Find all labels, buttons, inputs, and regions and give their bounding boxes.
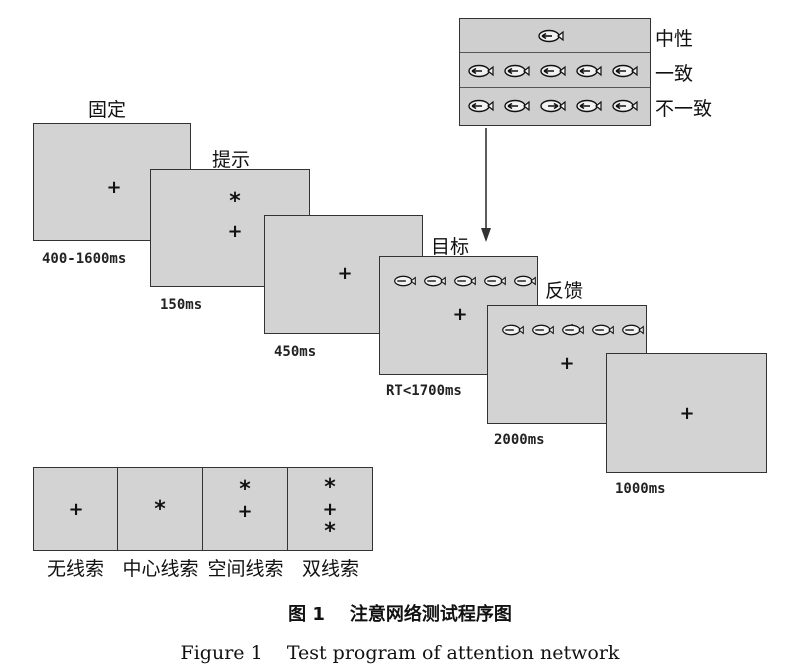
fish-icon xyxy=(620,324,646,336)
cue-cell-spatial: * + xyxy=(203,467,288,551)
fish-icon xyxy=(422,275,448,287)
fixation-cross: + xyxy=(679,403,695,424)
cue-asterisk: * xyxy=(239,477,251,502)
fixation-cross: + xyxy=(559,353,575,374)
fish-icon xyxy=(482,275,508,287)
fixation-cross: + xyxy=(452,304,468,325)
cue-label-center: 中心线索 xyxy=(122,558,199,580)
figure-caption-cn: 图 1 注意网络测试程序图 xyxy=(288,604,512,625)
fixation-cross: + xyxy=(227,221,243,242)
cue-asterisk: * xyxy=(154,497,166,522)
stage-duration-feedback: 2000ms xyxy=(494,432,545,448)
stage-duration-target: RT<1700ms xyxy=(386,383,462,399)
fixation-cross: + xyxy=(322,499,338,520)
cue-asterisk: * xyxy=(324,519,336,544)
legend-label-neutral: 中性 xyxy=(655,28,694,50)
figure-caption-en: Figure 1 Test program of attention netwo… xyxy=(180,642,620,664)
legend-row-congruent xyxy=(460,54,650,88)
fish-row-congruent xyxy=(468,64,638,78)
cue-label-none: 无线索 xyxy=(46,558,104,580)
fish-icon xyxy=(590,324,616,336)
stage-duration-interval: 450ms xyxy=(274,344,317,360)
fish-icon xyxy=(540,99,566,113)
stage-label-feedback: 反馈 xyxy=(545,280,584,302)
flanker-legend-box xyxy=(459,18,651,126)
fixation-cross: + xyxy=(68,499,84,520)
stage-label-target: 目标 xyxy=(431,236,470,258)
fish-icon xyxy=(576,64,602,78)
stage-label-fixation: 固定 xyxy=(88,99,127,121)
fish-icon xyxy=(612,99,638,113)
fish-row-incongruent xyxy=(468,99,638,113)
fixation-cross: + xyxy=(337,263,353,284)
cue-cell-double: * + * xyxy=(288,467,373,551)
stage-frame-iti: + xyxy=(606,353,767,473)
fish-icon xyxy=(540,64,566,78)
fish-row-feedback xyxy=(500,324,646,336)
stage-duration-fixation: 400-1600ms xyxy=(42,251,127,267)
fixation-cross: + xyxy=(237,501,253,522)
fish-icon xyxy=(538,29,564,43)
legend-row-incongruent xyxy=(460,89,650,123)
cue-label-double: 双线索 xyxy=(301,558,359,580)
cue-cell-center: * xyxy=(118,467,203,551)
stage-label-cue: 提示 xyxy=(212,149,251,171)
stage-duration-cue: 150ms xyxy=(160,297,203,313)
cue-asterisk: * xyxy=(229,189,241,214)
fish-row-target xyxy=(392,275,538,287)
stage-duration-iti: 1000ms xyxy=(615,481,666,497)
fish-icon xyxy=(392,275,418,287)
fish-row-neutral xyxy=(538,29,564,43)
cue-types-strip: + * * + * + * xyxy=(33,467,373,551)
fish-icon xyxy=(468,64,494,78)
fish-icon xyxy=(504,64,530,78)
cue-cell-none: + xyxy=(33,467,118,551)
fish-icon xyxy=(504,99,530,113)
fish-icon xyxy=(500,324,526,336)
fish-icon xyxy=(512,275,538,287)
fish-icon xyxy=(468,99,494,113)
legend-label-incongruent: 不一致 xyxy=(655,98,713,120)
fish-icon xyxy=(452,275,478,287)
cue-asterisk: * xyxy=(324,475,336,500)
fixation-cross: + xyxy=(106,177,122,198)
legend-row-neutral xyxy=(460,19,650,53)
fish-icon xyxy=(612,64,638,78)
fish-icon xyxy=(530,324,556,336)
arrow-down-icon xyxy=(481,128,491,242)
cue-label-spatial: 空间线索 xyxy=(207,558,284,580)
fish-icon xyxy=(576,99,602,113)
legend-label-congruent: 一致 xyxy=(655,63,694,85)
fish-icon xyxy=(560,324,586,336)
